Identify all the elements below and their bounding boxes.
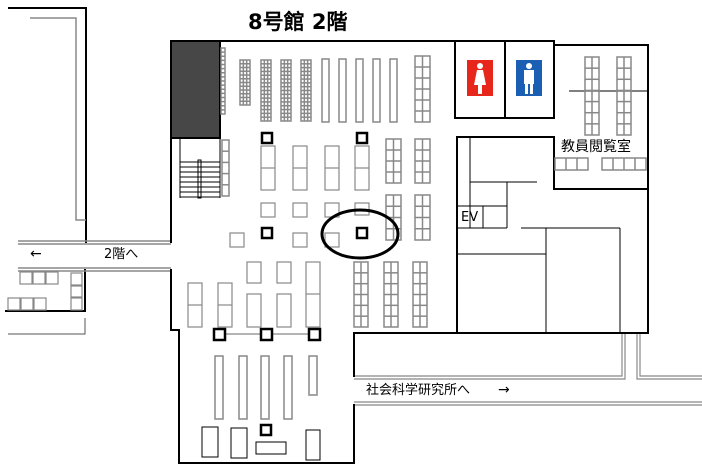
stair-block (170, 40, 221, 139)
bookshelf (221, 139, 230, 197)
bookshelf (355, 58, 364, 123)
highlight-circle (320, 208, 400, 260)
west-corridor (18, 240, 171, 272)
east-corridor (354, 333, 702, 406)
female-restroom-icon (467, 60, 493, 96)
bookshelf (321, 58, 330, 123)
male-restroom-icon (516, 60, 542, 96)
bookshelf (260, 355, 270, 420)
bookshelf (338, 58, 347, 123)
pillars (212, 131, 369, 437)
bottom-tables (201, 426, 321, 461)
bookshelf (283, 355, 293, 420)
elevator-label: EV (461, 210, 479, 225)
reading-tables (187, 145, 370, 335)
arrow-right-icon: → (498, 382, 510, 398)
building-walls (170, 40, 649, 464)
bookshelf (214, 355, 224, 420)
bookshelf (238, 355, 248, 420)
service-core (457, 90, 648, 333)
arrow-left-icon: ← (30, 246, 42, 262)
stairs (179, 138, 221, 199)
to-institute-label: 社会科学研究所へ (366, 383, 471, 398)
bookshelf (372, 58, 381, 123)
page-title: 8号館 2階 (248, 10, 348, 34)
to-2f-label: 2階へ (104, 247, 139, 262)
bookshelf (554, 157, 589, 171)
staff-reading-room-label: 教員閲覧室 (561, 139, 631, 155)
bookshelf (308, 355, 318, 396)
bookshelf (389, 58, 398, 123)
bookshelves (214, 47, 647, 420)
left-building (5, 7, 87, 335)
